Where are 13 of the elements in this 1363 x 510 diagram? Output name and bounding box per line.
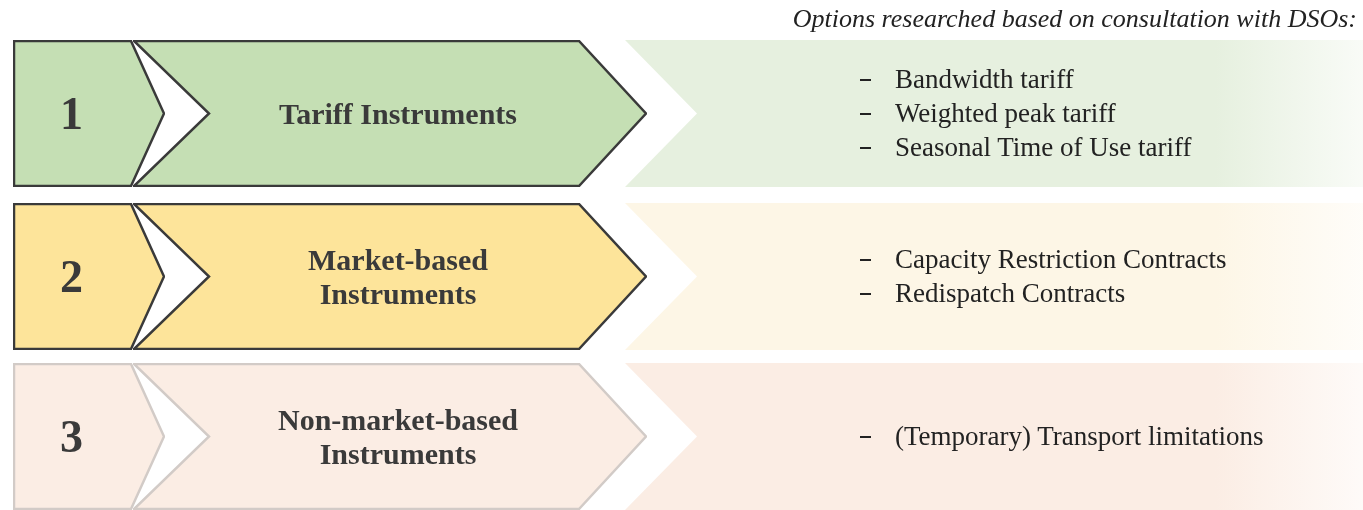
- option-text: Redispatch Contracts: [895, 278, 1126, 309]
- option-text: Seasonal Time of Use tariff: [895, 132, 1192, 163]
- category-title: Non-market-based Instruments: [277, 402, 519, 471]
- note-text: Options researched based on consultation with DSOs:: [792, 4, 1357, 34]
- step-number: 1: [60, 87, 83, 140]
- option-text: Capacity Restriction Contracts: [895, 244, 1227, 275]
- option-text: Bandwidth tariff: [895, 64, 1074, 95]
- option-text: (Temporary) Transport limitations: [895, 421, 1264, 452]
- step-number: 2: [60, 250, 83, 303]
- category-title: Tariff Instruments: [278, 96, 518, 131]
- option-text: Weighted peak tariff: [895, 98, 1116, 129]
- step-number: 3: [60, 410, 83, 463]
- category-title: Market-based Instruments: [307, 242, 489, 311]
